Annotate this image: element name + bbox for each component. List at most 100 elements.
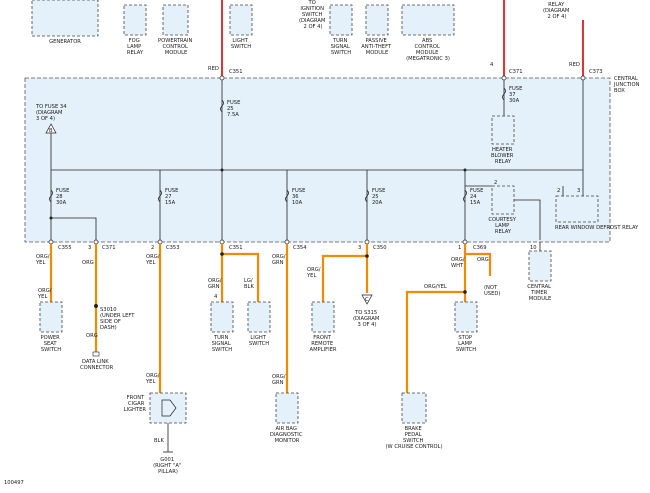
ignition-switch-ref-label: TO IGNITION SWITCH (DIAGRAM 2 OF 4) <box>299 0 327 30</box>
fuse24-label: FUSE 24 15A <box>470 188 485 206</box>
to-s315-label: TO S315 (DIAGRAM 3 OF 4) <box>353 310 381 328</box>
pin4-label: 4 <box>490 62 494 68</box>
fuse28-label: FUSE 28 30A <box>56 188 71 206</box>
courtesy-lamp-relay-label: COURTESY LAMP RELAY <box>488 217 517 235</box>
s3010-splice <box>94 304 98 308</box>
defrost-pin3: 3 <box>577 188 580 194</box>
not-used-label: (NOT USED) <box>484 285 500 297</box>
light-switch-top-label: LIGHT SWITCH <box>231 38 251 50</box>
fuse27-symbol <box>158 189 162 203</box>
fuse28-symbol <box>49 189 53 203</box>
ref-c-triangle <box>361 294 373 305</box>
fuse24-symbol <box>463 189 467 203</box>
turn-signal-pin4: 4 <box>214 294 218 300</box>
courtesy-pin2: 2 <box>494 180 497 186</box>
central-timer-module-label: CENTRAL TIMER MODULE <box>527 284 552 302</box>
cjb-label: CENTRAL JUNCTION BOX <box>613 76 641 94</box>
c350-junction <box>365 254 369 258</box>
turn-signal-switch-top-box <box>329 4 353 36</box>
fuse37-label: FUSE 37 30A <box>509 86 524 104</box>
fog-lamp-relay-label: FOG LAMP RELAY <box>127 38 144 56</box>
fuse28-junction <box>49 216 53 220</box>
data-link-color: ORG <box>82 260 94 266</box>
stop-lamp-color: ORG/ WHT <box>451 257 466 269</box>
brake-wire-color: ORG/YEL <box>424 284 447 290</box>
turn-signal-color: ORG/ GRN <box>208 278 223 290</box>
not-used-color: ORG <box>477 257 489 263</box>
abs-module-label: ABS CONTROL MODULE (MEGATRONIC 3) <box>406 38 450 62</box>
rear-window-defrost-relay-box <box>555 195 599 223</box>
fuse28-branch <box>51 217 97 240</box>
fuse25-label: FUSE 25 7.5A <box>227 100 242 118</box>
to-fuse-34-label: TO FUSE 34 (DIAGRAM 3 OF 4) <box>35 104 68 122</box>
fuse25-symbol <box>220 99 224 113</box>
front-amp-color: ORG/ YEL <box>306 267 322 279</box>
defrost-pin2: 2 <box>557 188 560 194</box>
c351-junction <box>220 252 224 256</box>
power-seat-switch-box <box>39 301 63 333</box>
data-link-label: DATA LINK CONNECTOR <box>80 359 114 371</box>
cigar-color-2: ORG/ YEL <box>145 373 161 385</box>
abs-module-box <box>401 4 455 36</box>
passive-anti-theft-box <box>365 4 389 36</box>
light-switch-bottom-box <box>247 301 271 333</box>
front-remote-amplifier-label: FRONT REMOTE AMPLIFIER <box>310 335 337 353</box>
c351-top-label: C351 <box>229 69 243 75</box>
c369-label: C369 <box>473 245 487 251</box>
heater-blower-relay-label: HEATER BLOWER RELAY <box>491 147 515 165</box>
air-bag-monitor-box <box>275 392 299 424</box>
fog-lamp-relay-box <box>123 4 147 36</box>
courtesy-to-timer <box>514 199 541 240</box>
courtesy-lamp-relay-box <box>491 185 515 215</box>
c353-pin2: 2 <box>151 245 154 251</box>
light-switch-bottom-label: LIGHT SWITCH <box>249 335 269 347</box>
pin-c351-top <box>219 75 225 81</box>
power-seat-color-2: ORG/ YEL <box>37 288 53 300</box>
c351-label: C351 <box>229 245 243 251</box>
brake-pedal-switch-box <box>401 392 427 424</box>
brake-pedal-wire <box>405 290 465 393</box>
passive-anti-theft-label: PASSIVE ANTI-THEFT MODULE <box>361 38 393 56</box>
c371-pin3: 3 <box>88 245 91 251</box>
g001-label: G001 (RIGHT "A" PILLAR) <box>153 457 183 475</box>
turn-signal-switch-top-label: TURN SIGNAL SWITCH <box>331 38 352 56</box>
central-timer-module-box <box>528 250 552 282</box>
light-switch-top-box <box>229 4 253 36</box>
stop-lamp-junction <box>463 290 467 294</box>
heater-blower-relay-box <box>491 115 515 145</box>
cigar-lighter-icon <box>161 399 177 417</box>
front-amp-wire <box>321 254 367 302</box>
turn-signal-switch-box <box>210 301 234 333</box>
pin-c371-top <box>501 75 507 81</box>
power-seat-color-1: ORG/ YEL <box>35 254 51 266</box>
fuse36-symbol <box>285 189 289 203</box>
red-right-label: RED <box>569 62 580 68</box>
data-link-connector-icon <box>92 351 100 357</box>
pin-c373-top <box>580 75 586 81</box>
fuse25b-symbol <box>365 189 369 203</box>
c354-label: C354 <box>293 245 307 251</box>
fuse36-label: FUSE 36 10A <box>292 188 307 206</box>
c371-label: C371 <box>102 245 116 251</box>
c350-label: C350 <box>373 245 387 251</box>
c350-pin3: 3 <box>358 245 361 251</box>
generator-box <box>31 0 99 37</box>
front-remote-amplifier-box <box>311 301 335 333</box>
cigar-lighter-box <box>149 392 187 424</box>
c353-label: C353 <box>166 245 180 251</box>
stop-lamp-switch-box <box>454 301 478 333</box>
cigar-color-1: ORG/ YEL <box>145 254 161 266</box>
s3010-label: S3010 (UNDER LEFT SIDE OF DASH) <box>100 307 136 331</box>
not-used-wire <box>465 252 492 276</box>
light-switch-wire <box>222 252 260 302</box>
ground-color: BLK <box>154 438 164 444</box>
rear-window-defrost-label: REAR WINDOW DEFROST RELAY <box>555 225 639 231</box>
powertrain-control-module-box <box>162 4 189 36</box>
generator-label: GENERATOR <box>49 39 81 45</box>
data-link-color-2: ORG <box>86 333 98 339</box>
fuse37-symbol <box>502 87 506 101</box>
powertrain-control-module-label: POWERTRAIN CONTROL MODULE <box>158 38 194 56</box>
timer-pin10: 10 <box>530 245 537 251</box>
